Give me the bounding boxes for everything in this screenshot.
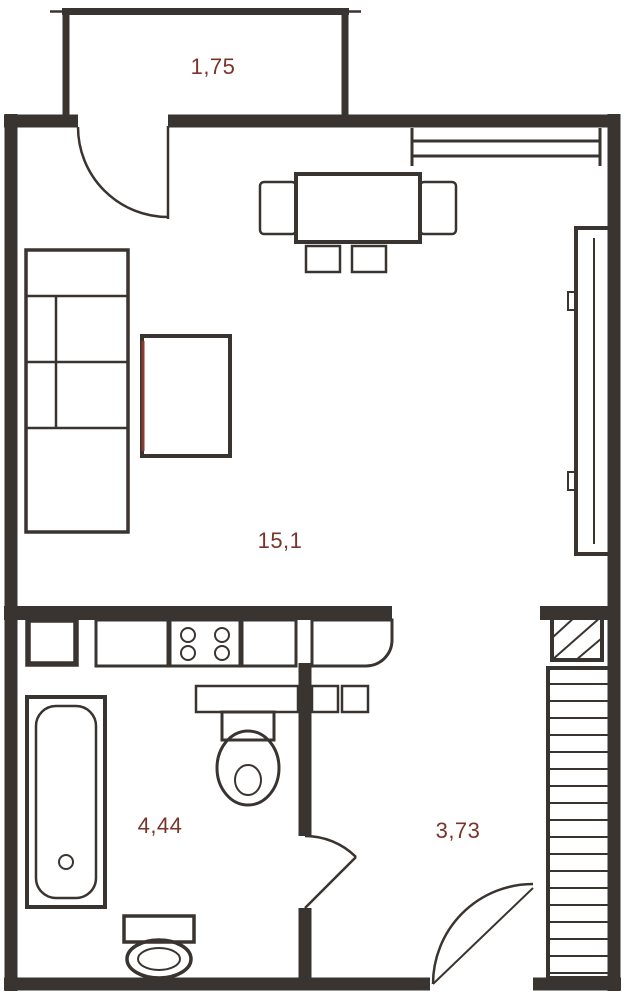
room-labels: 1,75 15,1 4,44 3,73 bbox=[138, 54, 481, 843]
window-icon bbox=[410, 128, 602, 166]
chair-icon bbox=[304, 244, 342, 274]
bathroom-area-label: 4,44 bbox=[138, 813, 183, 838]
bathroom-door-icon bbox=[304, 834, 357, 909]
balcony-door-icon bbox=[76, 126, 170, 219]
vanity-shelf-icon bbox=[194, 684, 300, 714]
balcony-outline bbox=[50, 8, 361, 118]
dining-table-icon bbox=[258, 172, 458, 274]
stove-icon bbox=[168, 618, 242, 668]
sofa-icon bbox=[24, 248, 130, 534]
living-room-area-label: 15,1 bbox=[258, 528, 303, 553]
bathtub-icon bbox=[25, 695, 107, 909]
washbasin-icon bbox=[215, 710, 281, 807]
wardrobe-icon bbox=[567, 226, 616, 556]
tv-console-icon bbox=[140, 334, 232, 458]
entrance-door-icon bbox=[431, 882, 534, 985]
radiator-hatch-icon bbox=[546, 666, 614, 980]
chair-icon bbox=[350, 244, 388, 274]
hallway-area-label: 3,73 bbox=[436, 818, 481, 843]
fridge-icon bbox=[25, 617, 79, 667]
chair-icon bbox=[258, 180, 298, 236]
chair-icon bbox=[418, 180, 458, 236]
toilet-icon bbox=[122, 914, 196, 980]
balcony-area-label: 1,75 bbox=[191, 54, 236, 79]
washing-machine-icon bbox=[310, 684, 370, 714]
kitchen-counter-icon bbox=[94, 618, 394, 668]
shaft-icon bbox=[550, 614, 604, 662]
